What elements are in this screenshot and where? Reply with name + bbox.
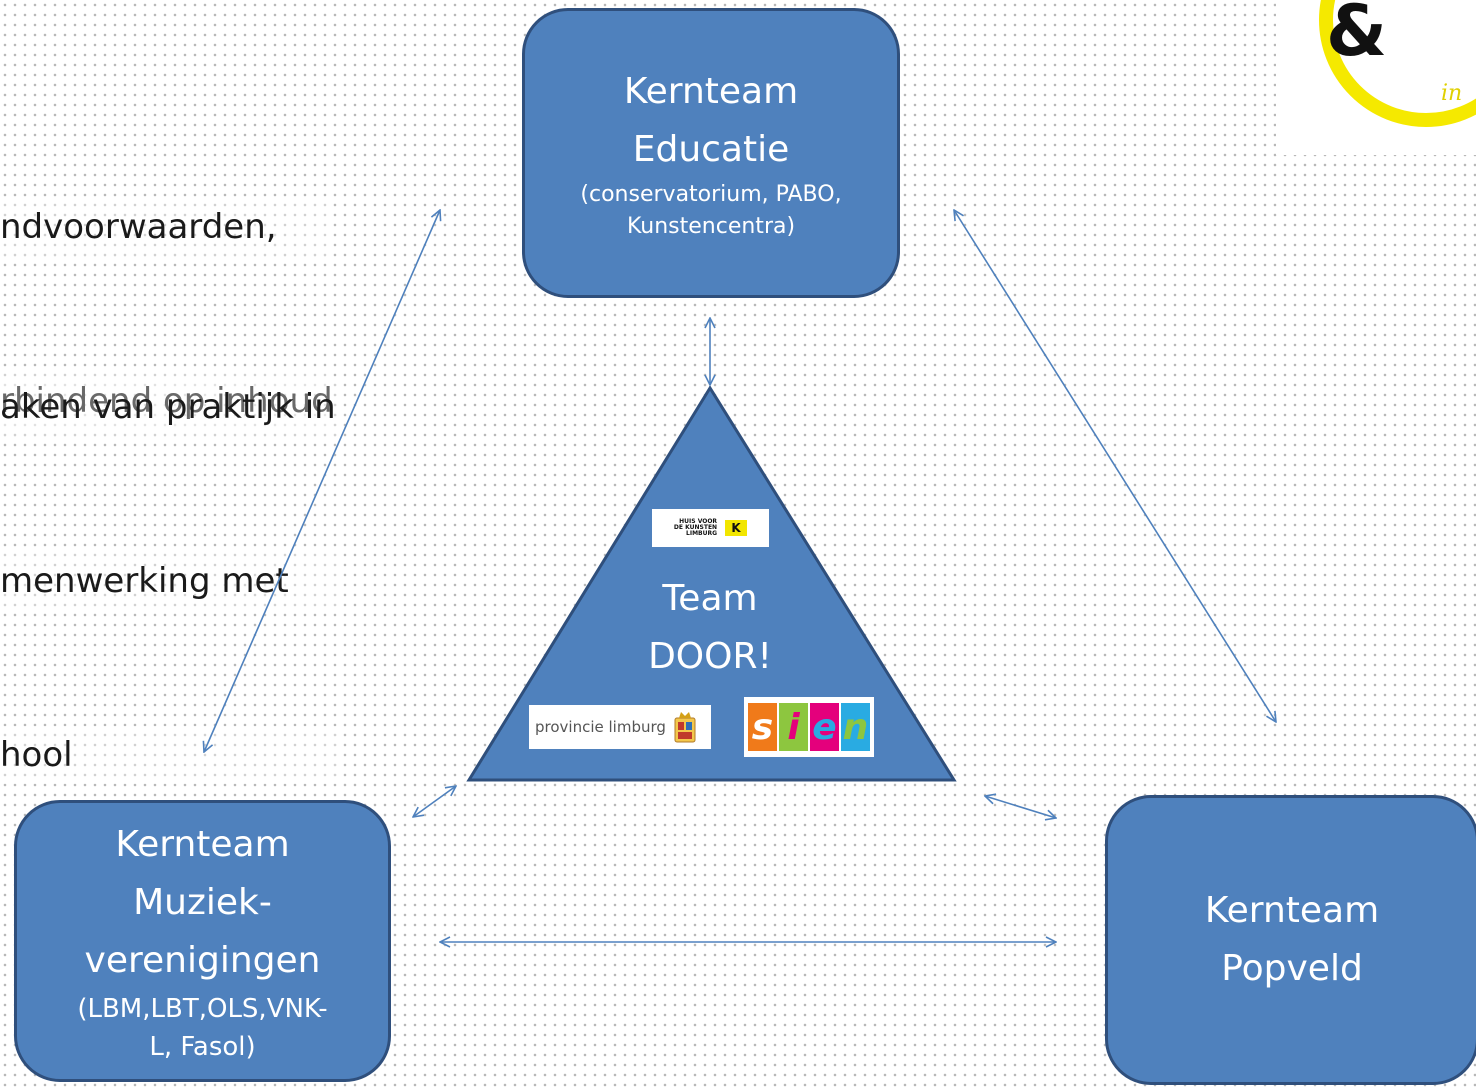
kernteam-muziek-box: Kernteam Muziek- verenigingen (LBM,LBT,O… [14,800,391,1082]
box-title: verenigingen [84,940,321,981]
huis-voor-de-kunsten-logo: HUIS VOOR DE KUNSTEN LIMBURG K [652,509,769,547]
box-title: Kernteam [1204,890,1380,931]
kernteam-popveld-box: Kernteam Popveld [1105,795,1476,1085]
provincie-logo-text: provincie limburg [535,718,666,736]
box-title: Educatie [632,129,790,170]
team-title: DOOR! [648,636,772,677]
background-text-line: hool [0,726,336,784]
arrow-educatie-popveld [954,210,1276,722]
sien-letter: e [810,703,839,751]
sien-letter: s [748,703,777,751]
arrow-team-muziek [413,786,456,817]
box-title: Kernteam [115,824,290,865]
corner-logo: & in [1276,0,1476,155]
box-title: Popveld [1221,948,1363,989]
box-subtitle: L, Fasol) [149,1032,256,1062]
arrow-team-popveld [985,796,1056,818]
box-title: Muziek- [133,882,272,923]
sien-letter: n [841,703,870,751]
sien-letter: i [779,703,808,751]
team-title: Team [662,578,758,619]
box-subtitle: (LBM,LBT,OLS,VNK- [77,994,328,1024]
corner-logo-graphic: & in [1319,0,1476,127]
coat-of-arms-icon [674,712,696,743]
provincie-limburg-logo: provincie limburg [529,705,711,749]
box-title: Kernteam [623,71,799,112]
corner-logo-text: in [1441,81,1462,106]
hvk-logo-mark: K [725,520,748,536]
box-subtitle: (conservatorium, PABO, [580,182,842,207]
kernteam-educatie-box: Kernteam Educatie (conservatorium, PABO,… [522,8,900,298]
sien-logo: s i e n [744,697,874,757]
corner-logo-mark: & [1326,0,1387,72]
team-triangle [466,385,957,782]
arrow-educatie-muziek [204,210,440,752]
hvk-logo-text: HUIS VOOR DE KUNSTEN LIMBURG [673,518,718,537]
box-subtitle: Kunstencentra) [626,214,796,239]
